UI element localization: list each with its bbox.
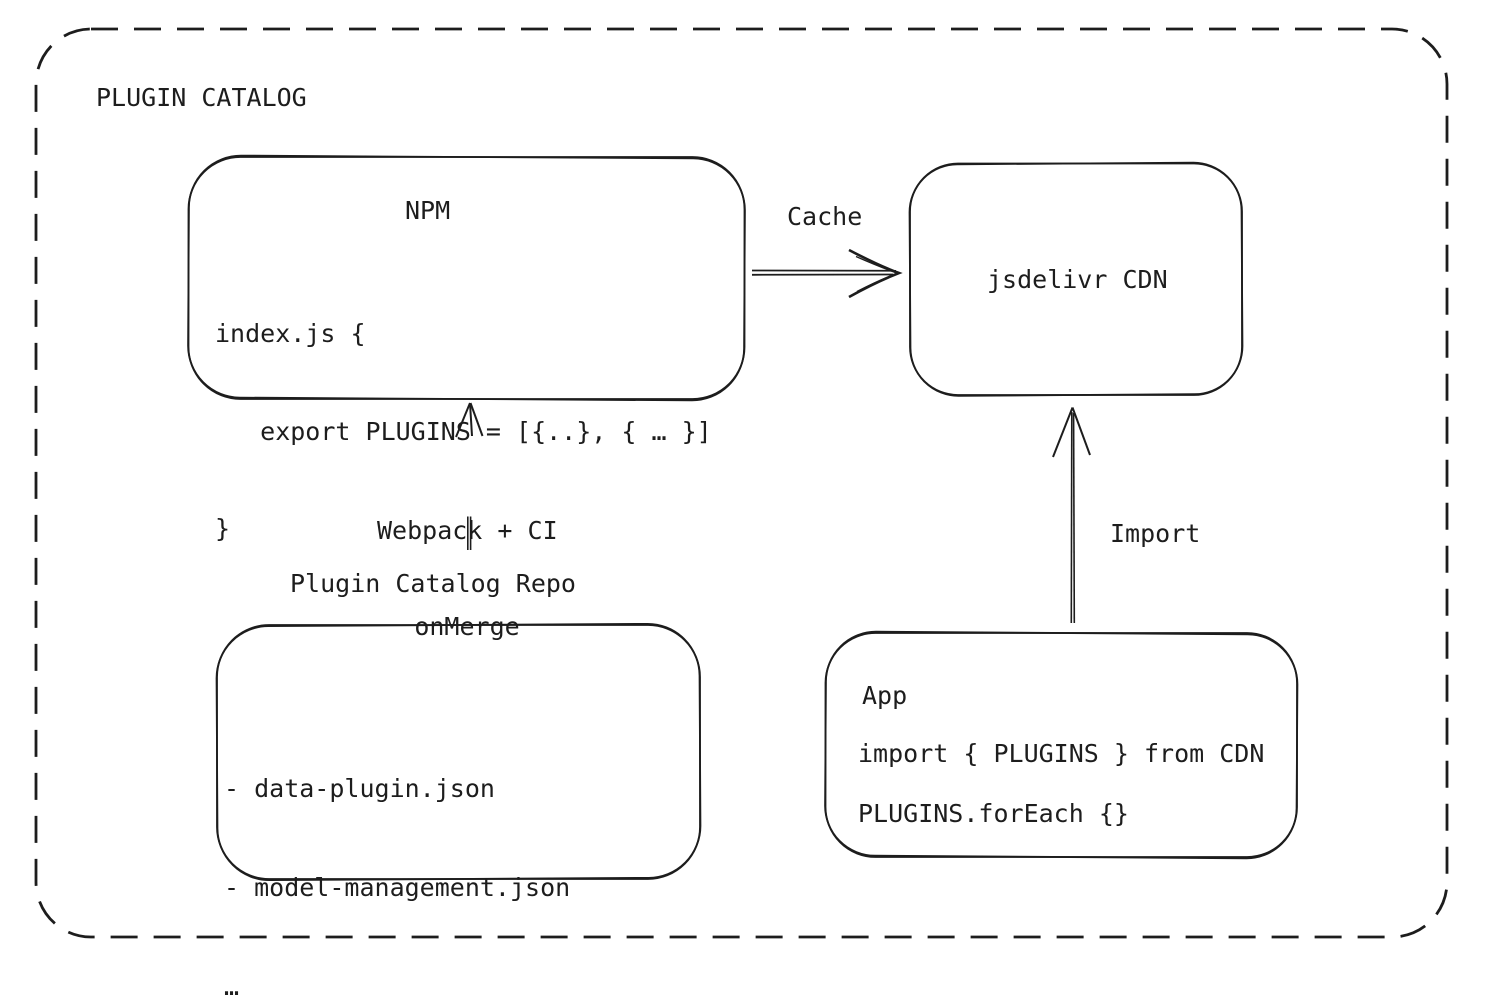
- repo-box: [215, 622, 702, 882]
- app-code-line-import: import { PLUGINS } from CDN: [858, 739, 1265, 768]
- npm-code-line: export PLUGINS = [{..}, { … }]: [215, 416, 712, 446]
- app-code-line-foreach: PLUGINS.forEach {}: [858, 799, 1129, 828]
- plugin-catalog-dashed-frame: [34, 27, 1449, 939]
- cdn-box-label: jsdelivr CDN: [987, 265, 1168, 294]
- npm-code-line: index.js {: [215, 319, 366, 348]
- cdn-box: [908, 161, 1244, 397]
- repo-file-item: - model-management.json: [224, 873, 571, 902]
- import-arrow-label: Import: [1110, 519, 1201, 548]
- npm-code-line: }: [215, 514, 231, 543]
- npm-code-block: index.js { export PLUGINS = [{..}, { … }…: [215, 253, 712, 611]
- app-box-title: App: [862, 681, 908, 710]
- repo-file-item: …: [224, 972, 240, 1001]
- build-arrow-label-line2: onMerge: [414, 612, 520, 641]
- repo-file-item: - data-plugin.json: [224, 774, 495, 803]
- app-box: [824, 630, 1299, 860]
- cache-arrow-label: Cache: [787, 202, 863, 231]
- repo-file-list: - data-plugin.json - model-management.js…: [224, 706, 570, 1002]
- repo-box-label: Plugin Catalog Repo: [290, 569, 576, 598]
- build-connector-segment: [467, 516, 472, 550]
- cache-arrow: [751, 248, 903, 299]
- diagram-title: PLUGIN CATALOG: [96, 83, 307, 112]
- npm-box: [187, 154, 746, 402]
- import-arrow: [1052, 407, 1091, 624]
- build-arrow: [455, 402, 484, 438]
- build-arrow-label: Webpack + CI onMerge: [377, 451, 558, 707]
- build-arrow-label-line1: Webpack + CI: [377, 516, 558, 545]
- npm-box-title: NPM: [405, 196, 451, 225]
